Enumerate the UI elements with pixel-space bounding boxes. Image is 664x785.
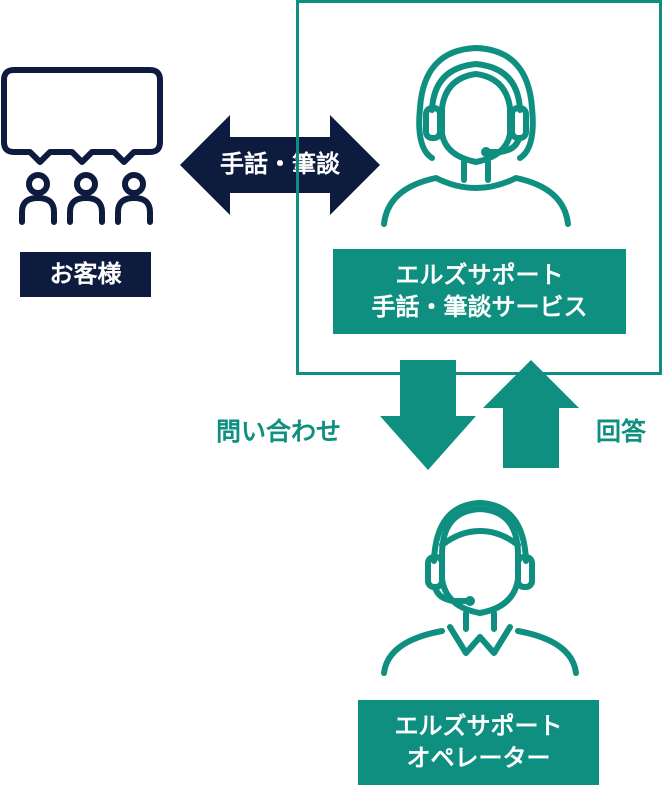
inquiry-label: 問い合わせ (216, 417, 342, 446)
double-arrow-icon (180, 115, 380, 215)
customer-label-box: お客様 (20, 252, 151, 297)
operator-label-box: エルズサポート オペレーター (358, 700, 599, 785)
answer-label: 回答 (596, 417, 647, 446)
customer-label: お客様 (49, 259, 122, 288)
support-service-frame (296, 0, 662, 375)
female-headset-agent-icon (381, 45, 571, 227)
relay-arrow-label-wrap: 手話・筆談 (180, 145, 380, 185)
support-service-line1: エルズサポート (395, 261, 564, 290)
support-service-line2: 手話・筆談サービス (371, 292, 588, 321)
people-group-icon (19, 172, 153, 225)
support-service-label-box: エルズサポート 手話・筆談サービス (333, 249, 626, 334)
relay-arrow-label: 手話・筆談 (220, 150, 340, 179)
speech-bubble-icon (1, 67, 163, 165)
up-arrow-icon (483, 360, 579, 468)
male-headset-operator-icon (381, 500, 579, 676)
down-arrow-icon (380, 360, 476, 470)
operator-line2: オペレーター (406, 743, 551, 772)
operator-line1: エルズサポート (394, 712, 563, 741)
